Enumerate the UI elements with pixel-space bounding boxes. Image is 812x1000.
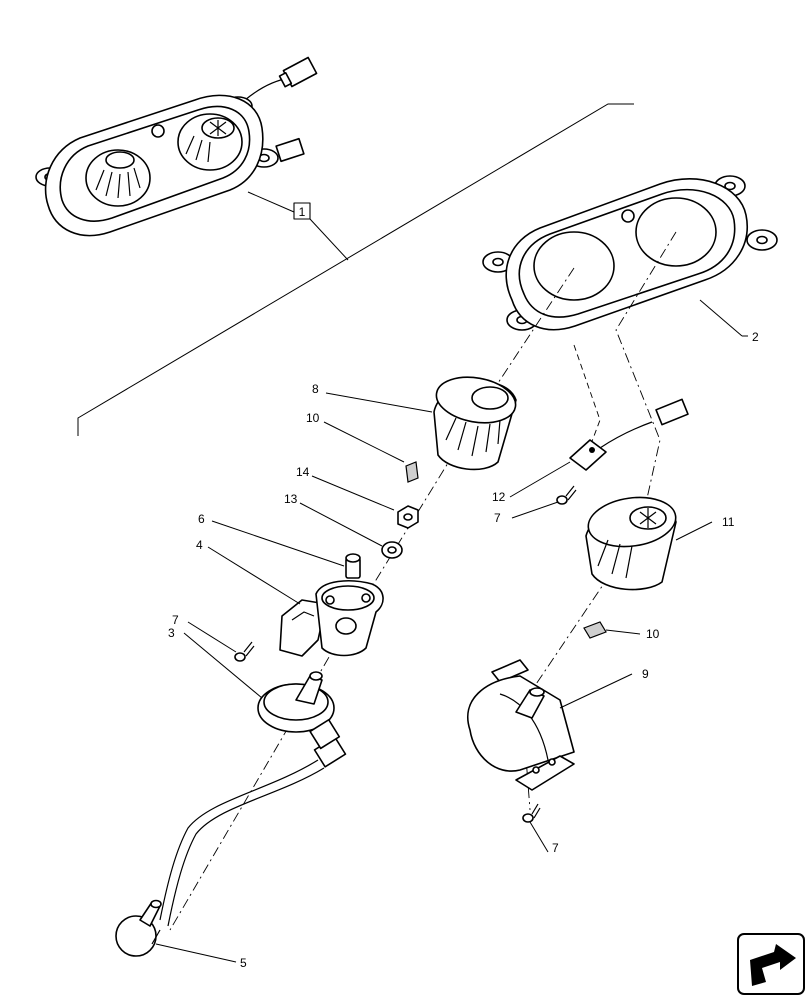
part-7-screw-mid	[556, 485, 577, 505]
callout-label-11: 11	[722, 515, 735, 529]
part-2-housing	[482, 175, 778, 331]
part-7-screw-left	[234, 641, 255, 662]
callout-label-9: 9	[642, 667, 649, 681]
exploded-view-bracket	[77, 103, 634, 436]
part-10-clip-left	[405, 461, 419, 483]
part-13-washer	[381, 541, 403, 559]
callout-label-7b: 7	[494, 511, 501, 525]
part-6-pin	[345, 553, 361, 579]
part-5-sensor-cable	[115, 718, 347, 957]
callout-1-group: 1	[247, 191, 349, 261]
assembled-control-panel	[35, 56, 318, 237]
part-11-knob-snowflake	[585, 496, 677, 591]
callout-label-10b: 10	[646, 627, 660, 641]
dashed-path-sensor	[573, 344, 601, 453]
callout-label-2: 2	[752, 330, 759, 344]
part-12-sensor-plate	[569, 398, 689, 471]
left-knob-grille	[85, 149, 151, 207]
part-3-potentiometer	[257, 671, 335, 733]
part-7-screw-bottom	[522, 803, 541, 823]
part-4-bracket	[279, 580, 384, 657]
callout-label-14: 14	[296, 465, 310, 479]
callout-label-1: 1	[299, 205, 306, 219]
callout-label-12: 12	[492, 490, 506, 504]
callout-label-4: 4	[196, 538, 203, 552]
callout-label-10a: 10	[306, 411, 320, 425]
callout-label-7a: 7	[172, 613, 179, 627]
part-14-nut	[397, 505, 419, 529]
part-10-clip-right	[583, 621, 607, 639]
callout-label-6: 6	[198, 512, 205, 526]
part-9-actuator	[467, 659, 575, 791]
right-knob-snowflake	[177, 113, 243, 171]
callout-label-8: 8	[312, 382, 319, 396]
callout-label-5: 5	[240, 956, 247, 970]
next-page-arrow-icon[interactable]	[737, 933, 805, 995]
part-8-knob	[433, 376, 517, 471]
callout-label-3: 3	[168, 626, 175, 640]
callout-label-7c: 7	[552, 841, 559, 855]
callout-label-13: 13	[284, 492, 298, 506]
